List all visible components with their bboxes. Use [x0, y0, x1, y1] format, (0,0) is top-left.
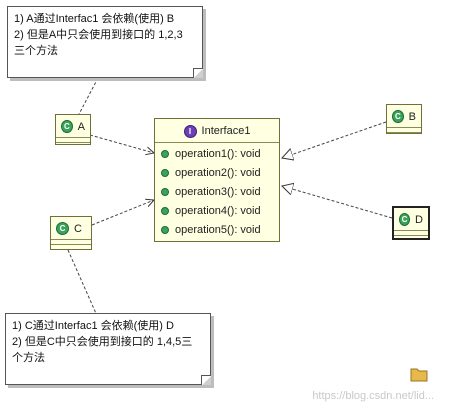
class-c-compartment	[51, 239, 91, 244]
operation-dot-icon	[161, 225, 169, 234]
realization-b-interface	[282, 121, 387, 158]
operation-dot-icon	[161, 149, 169, 158]
dependency-a-interface	[89, 134, 154, 153]
watermark: https://blog.csdn.net/lid...	[312, 390, 434, 402]
interface-1[interactable]: I Interface1 operation1(): void operatio…	[154, 118, 280, 242]
operation-row[interactable]: operation2(): void	[155, 163, 279, 182]
class-a-compartment	[56, 142, 90, 146]
note-bottom-line-1: 1) C通过Interfac1 会依赖(使用) D	[12, 320, 174, 332]
note-top-line-3: 三个方法	[14, 45, 58, 57]
operation-row[interactable]: operation1(): void	[155, 144, 279, 163]
operation-label: operation5(): void	[175, 223, 261, 236]
note-bottom[interactable]: 1) C通过Interfac1 会依赖(使用) D 2) 但是C中只会使用到接口…	[5, 313, 211, 385]
operation-dot-icon	[161, 187, 169, 196]
class-b-label: B	[408, 110, 416, 123]
operation-row[interactable]: operation5(): void	[155, 220, 279, 239]
class-d-header: C D	[394, 208, 428, 230]
dependency-c-interface	[91, 200, 154, 226]
class-d[interactable]: C D	[392, 206, 430, 240]
operation-label: operation4(): void	[175, 204, 261, 217]
realization-d-interface	[282, 186, 393, 219]
operation-dot-icon	[161, 206, 169, 215]
class-b-compartment	[387, 132, 421, 136]
class-b-compartment	[387, 127, 421, 132]
note-anchor-c	[67, 249, 99, 319]
interface-1-header: I Interface1	[155, 119, 279, 143]
class-a[interactable]: C A	[55, 114, 91, 145]
note-bottom-line-2: 2) 但是C中只会使用到接口的 1,4,5三	[12, 336, 193, 348]
interface-1-label: Interface1	[201, 125, 251, 137]
operation-row[interactable]: operation4(): void	[155, 201, 279, 220]
class-c[interactable]: C C	[50, 216, 92, 250]
interface-1-operations: operation1(): void operation2(): void op…	[155, 143, 279, 241]
folder-icon	[410, 368, 428, 382]
class-icon: C	[61, 120, 73, 133]
class-c-label: C	[74, 222, 82, 235]
class-a-label: A	[77, 120, 85, 133]
note-top-line-1: 1) A通过Interfac1 会依赖(使用) B	[14, 13, 175, 25]
note-top-line-2: 2) 但是A中只会使用到接口的 1,2,3	[14, 29, 183, 41]
class-d-compartment	[394, 230, 428, 235]
note-bottom-line-3: 个方法	[12, 352, 45, 364]
operation-row[interactable]: operation3(): void	[155, 182, 279, 201]
class-icon: C	[392, 110, 404, 123]
class-c-header: C C	[51, 217, 91, 239]
class-d-label: D	[415, 213, 423, 226]
class-a-header: C A	[56, 115, 90, 137]
class-a-compartment	[56, 137, 90, 142]
interface-icon: I	[183, 124, 197, 138]
class-c-compartment	[51, 244, 91, 248]
class-b-header: C B	[387, 105, 421, 127]
operation-label: operation3(): void	[175, 185, 261, 198]
operation-label: operation1(): void	[175, 147, 261, 160]
operation-dot-icon	[161, 168, 169, 177]
note-top[interactable]: 1) A通过Interfac1 会依赖(使用) B 2) 但是A中只会使用到接口…	[7, 6, 203, 78]
note-anchor-a	[77, 77, 99, 117]
class-icon: C	[56, 222, 69, 235]
class-d-compartment	[394, 235, 428, 239]
operation-label: operation2(): void	[175, 166, 261, 179]
class-b[interactable]: C B	[386, 104, 422, 134]
class-icon: C	[399, 213, 411, 226]
